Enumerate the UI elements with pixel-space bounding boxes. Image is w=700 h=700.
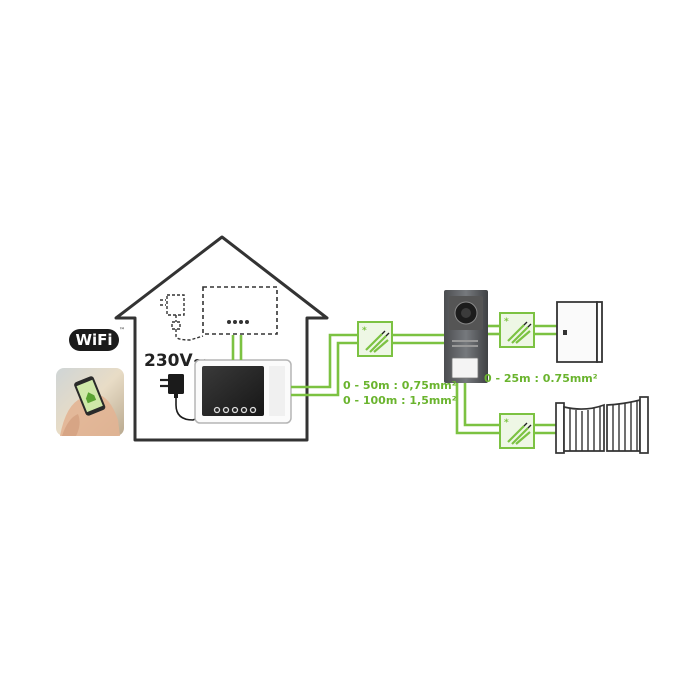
cable-spec-monitor-line2: 0 - 100m : 1,5mm²: [343, 394, 457, 407]
wifi-logo-text: WiFi: [75, 331, 112, 349]
wifi-trademark: ™: [119, 327, 125, 334]
power-label: 230V~: [144, 351, 207, 371]
house-outline: [114, 235, 329, 442]
cable-spec-monitor-line1: 0 - 50m : 0,75mm²: [343, 379, 457, 392]
cable-junction-icon: *: [357, 321, 393, 357]
cable-junction-icon: *: [499, 312, 535, 348]
power-adapter-icon: [160, 374, 206, 421]
optional-power-adapter-icon: [160, 294, 204, 341]
door-lock-icon: [556, 301, 603, 363]
monitor-icon: [194, 359, 292, 424]
door-station-icon: [444, 290, 488, 383]
wires: [231, 324, 558, 435]
svg-text:*: *: [504, 317, 509, 327]
svg-text:*: *: [504, 418, 509, 428]
cable-junction-icon: *: [499, 413, 535, 449]
gate-icon: [555, 396, 649, 454]
smartphone-app-icon: [56, 368, 124, 436]
optional-monitor-buttons: [227, 320, 249, 324]
svg-text:*: *: [362, 326, 367, 336]
wifi-icon: WiFi ™: [69, 327, 125, 351]
cable-spec-lock: 0 - 25m : 0.75mm²: [484, 372, 598, 385]
optional-monitor-outline: [202, 286, 278, 335]
